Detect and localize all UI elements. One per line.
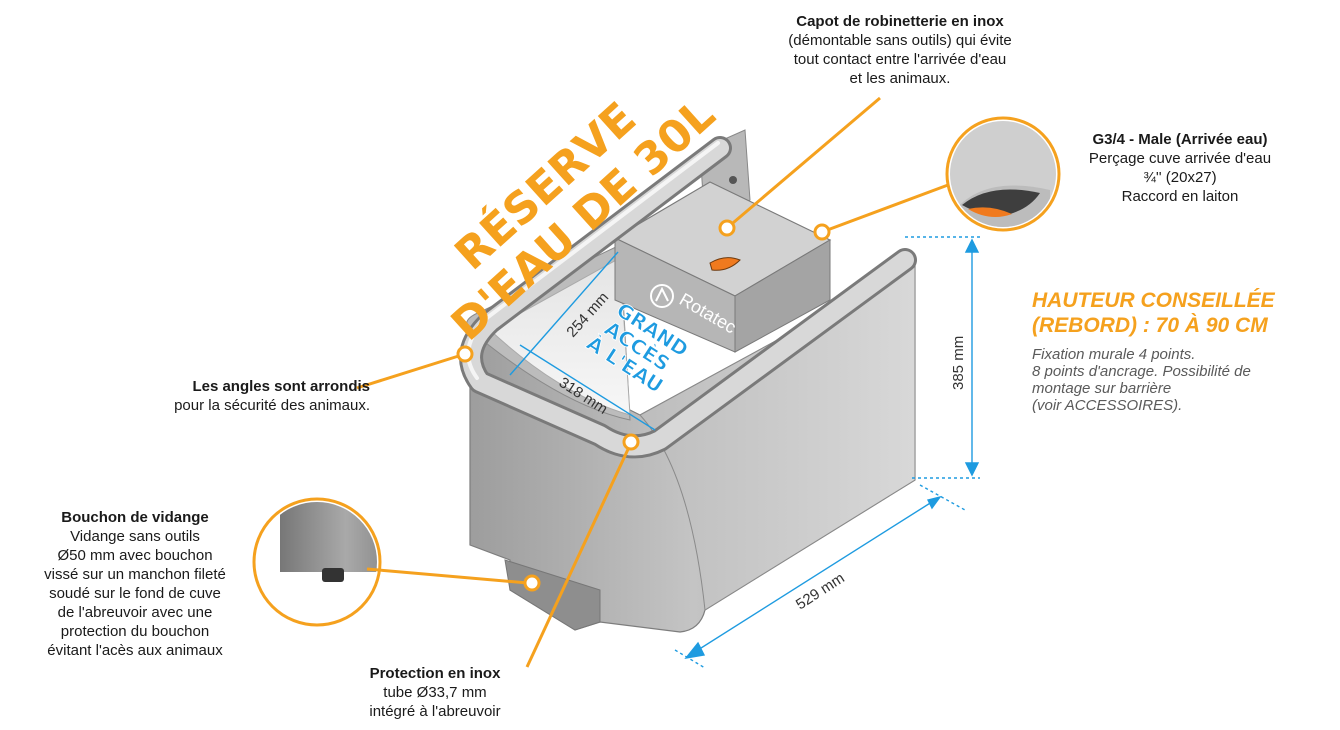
protection-rail [459,136,917,459]
callout-capot-desc: (démontable sans outils) qui évite tout … [788,32,1012,87]
callout-protection-title: Protection en inox [369,665,501,682]
callout-angles-title: Les angles sont arrondis [192,378,370,395]
tap-cover: Rotatec [613,181,832,353]
callout-capot: Capot de robinetterie en inox (démontabl… [735,12,1065,88]
callout-drain-desc: Vidange sans outils Ø50 mm avec bouchon … [44,528,226,659]
trough-body [466,244,916,633]
inner-dimensions [509,251,656,431]
callout-inlet: G3/4 - Male (Arrivée eau) Perçage cuve a… [1045,130,1315,206]
leader-lines [356,96,949,668]
callout-inlet-title: G3/4 - Male (Arrivée eau) [1092,131,1268,148]
length-dimension [674,484,966,669]
height-dimension [905,236,980,479]
callout-angles-desc: pour la sécurité des animaux. [174,397,370,414]
callout-capot-title: Capot de robinetterie en inox [796,13,1004,30]
recommended-height-line-1: HAUTEUR CONSEILLÉE [1032,289,1275,312]
recommended-height-line-2: (REBORD) : 70 À 90 CM [1032,314,1268,337]
recommended-height: HAUTEUR CONSEILLÉE (REBORD) : 70 À 90 CM [1032,288,1332,338]
callout-drain: Bouchon de vidange Vidange sans outils Ø… [10,508,260,660]
callout-drain-title: Bouchon de vidange [61,509,209,526]
brand-logo-icon [650,284,674,308]
drain-plug-zoom [252,497,382,627]
inlet-zoom [945,116,1061,232]
height-label: 385 mm [950,336,967,390]
callout-protection-desc: tube Ø33,7 mm intégré à l'abreuvoir [369,684,501,720]
callout-inlet-desc: Perçage cuve arrivée d'eau ¾'' (20x27) R… [1088,150,1272,205]
leader-dots [456,219,831,592]
length-label: 529 mm [793,570,848,614]
callout-protection: Protection en inox tube Ø33,7 mm intégré… [320,664,550,721]
callout-angles: Les angles sont arrondis pour la sécurit… [100,377,370,415]
mounting-notes: Fixation murale 4 points. 8 points d'anc… [1032,346,1251,414]
